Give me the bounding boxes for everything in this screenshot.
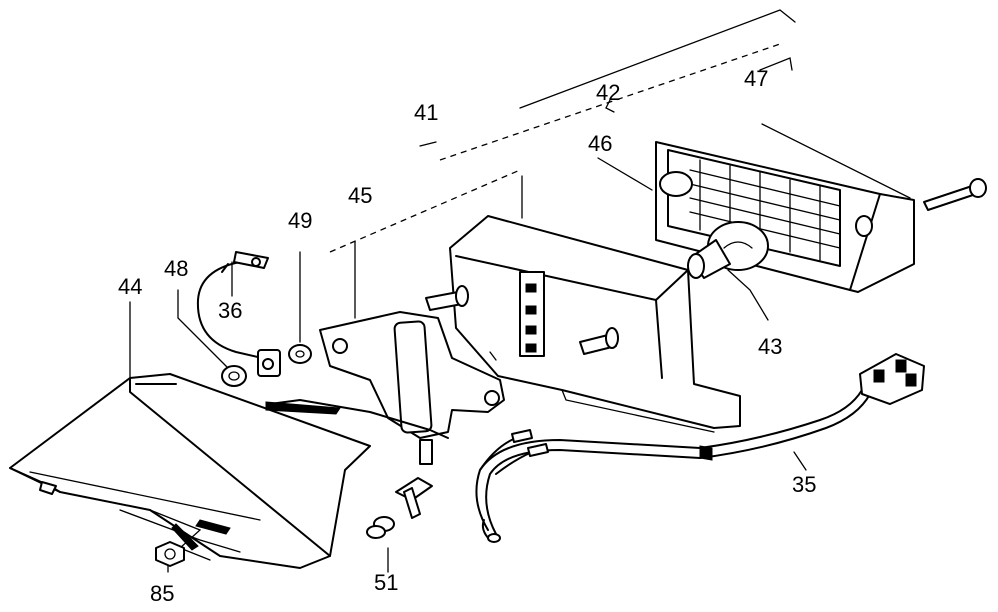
bolt-51: [366, 477, 433, 539]
nut-85: [155, 541, 185, 567]
callout-51: 51: [374, 570, 399, 595]
callout-85: 85: [150, 581, 175, 606]
screw-46: [923, 178, 987, 211]
callout-42: 42: [596, 80, 621, 105]
callout-41: 41: [414, 100, 439, 125]
leader-lines: [129, 9, 911, 573]
callout-36: 36: [218, 298, 243, 323]
wiring-harness-35: [475, 353, 925, 543]
callout-47: 47: [744, 66, 769, 91]
bulb-43: [687, 221, 769, 279]
callout-44: 44: [118, 274, 143, 299]
lamp-body-41: [425, 215, 741, 433]
bracket-45: [265, 311, 505, 465]
callout-48: 48: [164, 256, 189, 281]
callout-46: 46: [588, 131, 613, 156]
ground-wire-48: [196, 251, 281, 387]
callout-49: 49: [288, 208, 313, 233]
lamp-housing-44: [9, 373, 371, 569]
washer-49: [288, 344, 312, 364]
callout-35: 35: [792, 472, 817, 497]
callout-43: 43: [758, 334, 783, 359]
lens-grid: [689, 159, 841, 261]
callout-45: 45: [348, 183, 373, 208]
